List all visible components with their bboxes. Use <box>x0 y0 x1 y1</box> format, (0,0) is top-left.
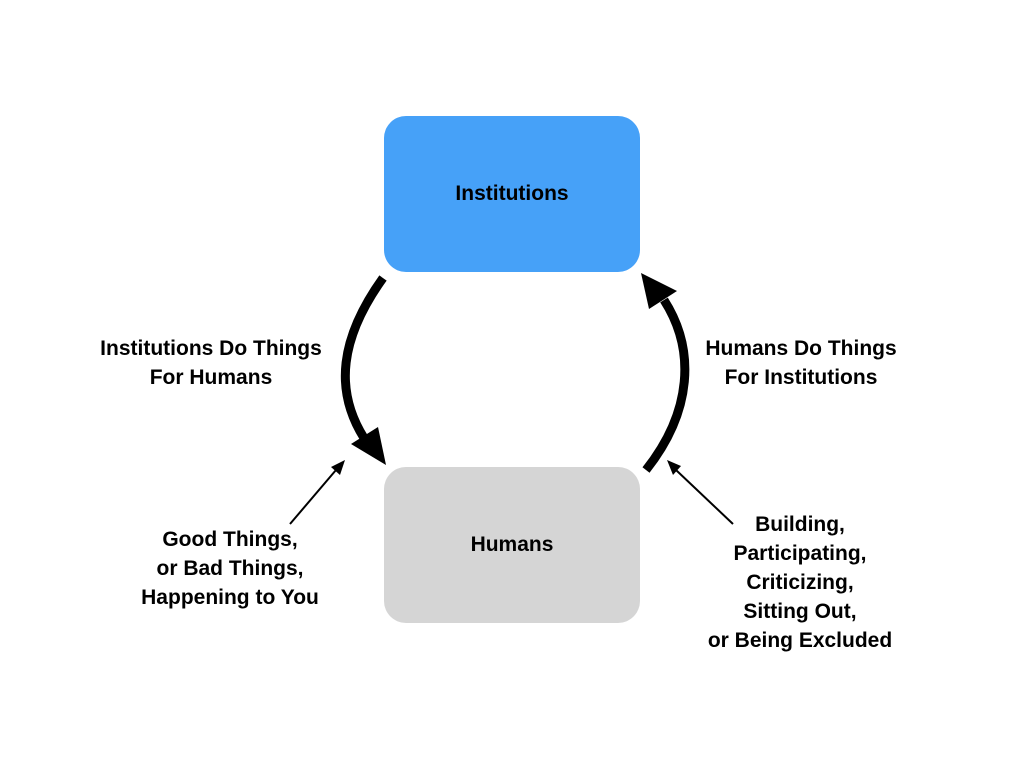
label-line: For Institutions <box>724 366 878 389</box>
humans-to-institutions-label: Humans Do Things For Institutions <box>682 334 920 392</box>
annotation-line: Sitting Out, <box>743 600 857 623</box>
annotation-line: Good Things, <box>162 528 298 551</box>
arrow-humans-to-institutions <box>642 297 690 473</box>
annotation-line: or Being Excluded <box>707 629 893 652</box>
institutions-label: Institutions <box>455 182 569 205</box>
institutions-to-humans-label: Institutions Do Things For Humans <box>72 334 350 392</box>
annotation-line: Participating, <box>733 542 867 565</box>
label-line: For Humans <box>149 366 273 389</box>
institutions-node: Institutions <box>384 116 640 272</box>
arrow-institutions-to-humans <box>340 275 387 441</box>
arrowhead-humans-to-institutions <box>641 273 677 309</box>
pointer-right-arrowhead <box>667 460 681 475</box>
annotation-line: Happening to You <box>141 586 319 609</box>
humans-label: Humans <box>470 533 554 556</box>
annotation-line: Building, <box>755 513 845 536</box>
annotation-line: or Bad Things, <box>156 557 304 580</box>
annotation-line: Criticizing, <box>746 571 854 594</box>
pointer-left-annotation <box>289 469 337 525</box>
left-annotation: Good Things, or Bad Things, Happening to… <box>110 525 350 612</box>
label-line: Humans Do Things <box>705 337 897 360</box>
arrowhead-institutions-to-humans <box>351 427 386 465</box>
right-annotation: Building, Participating, Criticizing, Si… <box>680 510 920 655</box>
label-line: Institutions Do Things <box>100 337 322 360</box>
pointer-left-arrowhead <box>331 460 345 475</box>
pointer-right-annotation <box>675 469 734 525</box>
humans-node: Humans <box>384 467 640 623</box>
